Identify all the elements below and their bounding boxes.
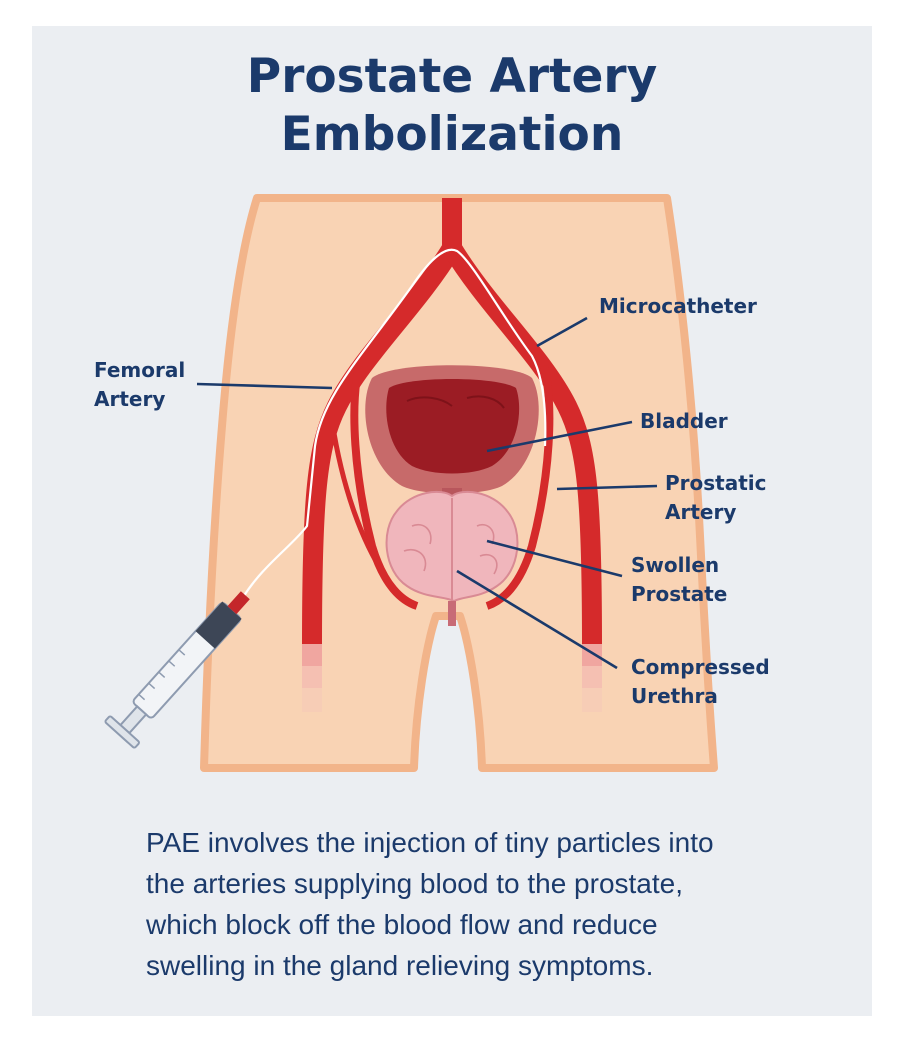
caption-line-3: which block off the blood flow and reduc… bbox=[146, 909, 658, 940]
label-femoral-artery: Femoral Artery bbox=[94, 356, 185, 414]
label-prostatic-artery-line1: Prostatic bbox=[665, 471, 767, 495]
leader-femoral-artery bbox=[196, 382, 333, 390]
label-compressed-urethra-line2: Urethra bbox=[631, 684, 718, 708]
page-title: Prostate Artery Embolization bbox=[32, 48, 872, 164]
femoral-artery-fade-left bbox=[302, 644, 322, 712]
title-line-1: Prostate Artery bbox=[246, 49, 658, 104]
bladder-illustration bbox=[365, 365, 539, 506]
label-compressed-urethra: Compressed Urethra bbox=[631, 653, 770, 711]
caption-line-2: the arteries supplying blood to the pros… bbox=[146, 868, 684, 899]
description-text: PAE involves the injection of tiny parti… bbox=[146, 822, 826, 986]
label-femoral-artery-line1: Femoral bbox=[94, 358, 186, 382]
label-prostatic-artery-line2: Artery bbox=[665, 500, 737, 524]
leader-bladder bbox=[486, 420, 633, 453]
label-femoral-artery-line2: Artery bbox=[94, 387, 166, 411]
title-line-2: Embolization bbox=[280, 107, 624, 162]
label-bladder: Bladder bbox=[640, 409, 728, 433]
anatomy-illustration bbox=[104, 194, 718, 772]
caption-line-4: swelling in the gland relieving symptoms… bbox=[146, 950, 654, 981]
label-compressed-urethra-line1: Compressed bbox=[631, 655, 770, 679]
leader-microcatheter bbox=[536, 316, 588, 348]
infographic-panel: Prostate Artery Embolization bbox=[32, 26, 872, 1016]
caption-line-1: PAE involves the injection of tiny parti… bbox=[146, 827, 714, 858]
arterial-tree bbox=[302, 198, 602, 647]
label-prostatic-artery: Prostatic Artery bbox=[665, 469, 767, 527]
leader-swollen-prostate bbox=[486, 539, 623, 578]
leader-lines bbox=[196, 316, 658, 670]
leader-prostatic-artery bbox=[556, 484, 658, 491]
label-swollen-prostate: Swollen Prostate bbox=[631, 551, 727, 609]
prostate-illustration bbox=[385, 490, 519, 626]
syringe-illustration bbox=[104, 591, 250, 749]
label-microcatheter: Microcatheter bbox=[599, 294, 757, 318]
label-swollen-prostate-line2: Prostate bbox=[631, 582, 728, 606]
label-swollen-prostate-line1: Swollen bbox=[631, 553, 720, 577]
microcatheter-line bbox=[241, 248, 547, 600]
leader-compressed-urethra bbox=[456, 569, 618, 670]
